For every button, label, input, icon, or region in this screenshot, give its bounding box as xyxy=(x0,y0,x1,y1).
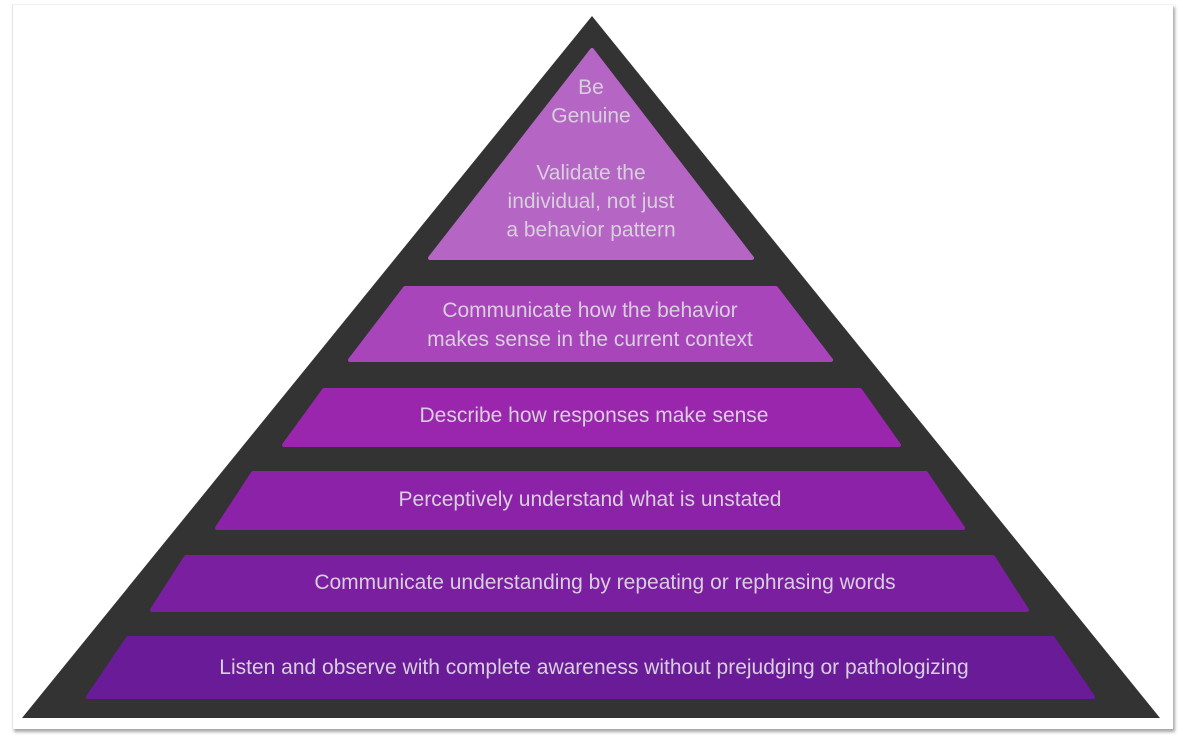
pyramid-band-label-level-4: Describe how responses make sense xyxy=(419,404,768,427)
pyramid-band-level-2 xyxy=(150,555,1029,612)
pyramid-band-level-6-top xyxy=(428,48,754,260)
pyramid-frame xyxy=(22,16,1160,718)
pyramid-band-label-line: makes sense in the current context xyxy=(427,328,753,351)
pyramid-band-label-line: Perceptively understand what is unstated xyxy=(399,488,782,511)
pyramid-band-label-level-5: Communicate how the behavior makes sense … xyxy=(427,299,753,351)
pyramid-band-level-4 xyxy=(282,388,901,447)
pyramid-band-label-line: Validate the xyxy=(536,162,645,185)
pyramid-band-label-line: Describe how responses make sense xyxy=(419,404,768,427)
pyramid-band-level-5 xyxy=(348,286,833,362)
pyramid-band-label-level-3: Perceptively understand what is unstated xyxy=(399,488,782,511)
pyramid-band-label-line: Communicate how the behavior xyxy=(442,299,737,322)
pyramid-band-level-1-base xyxy=(86,636,1095,699)
pyramid-band-label-line: Listen and observe with complete awarene… xyxy=(219,656,968,679)
pyramid-band-label-line: Genuine xyxy=(551,105,630,128)
pyramid-band-label-level-2: Communicate understanding by repeating o… xyxy=(314,571,895,594)
pyramid-band-label-line: individual, not just xyxy=(508,190,675,213)
pyramid-band-level-3 xyxy=(215,471,965,530)
pyramid-band-label-level-1-base: Listen and observe with complete awarene… xyxy=(219,656,968,679)
pyramid-band-label-line: Be xyxy=(578,76,604,99)
pyramid-band-label-line: Communicate understanding by repeating o… xyxy=(314,571,895,594)
pyramid-band-label-line: a behavior pattern xyxy=(506,219,675,242)
